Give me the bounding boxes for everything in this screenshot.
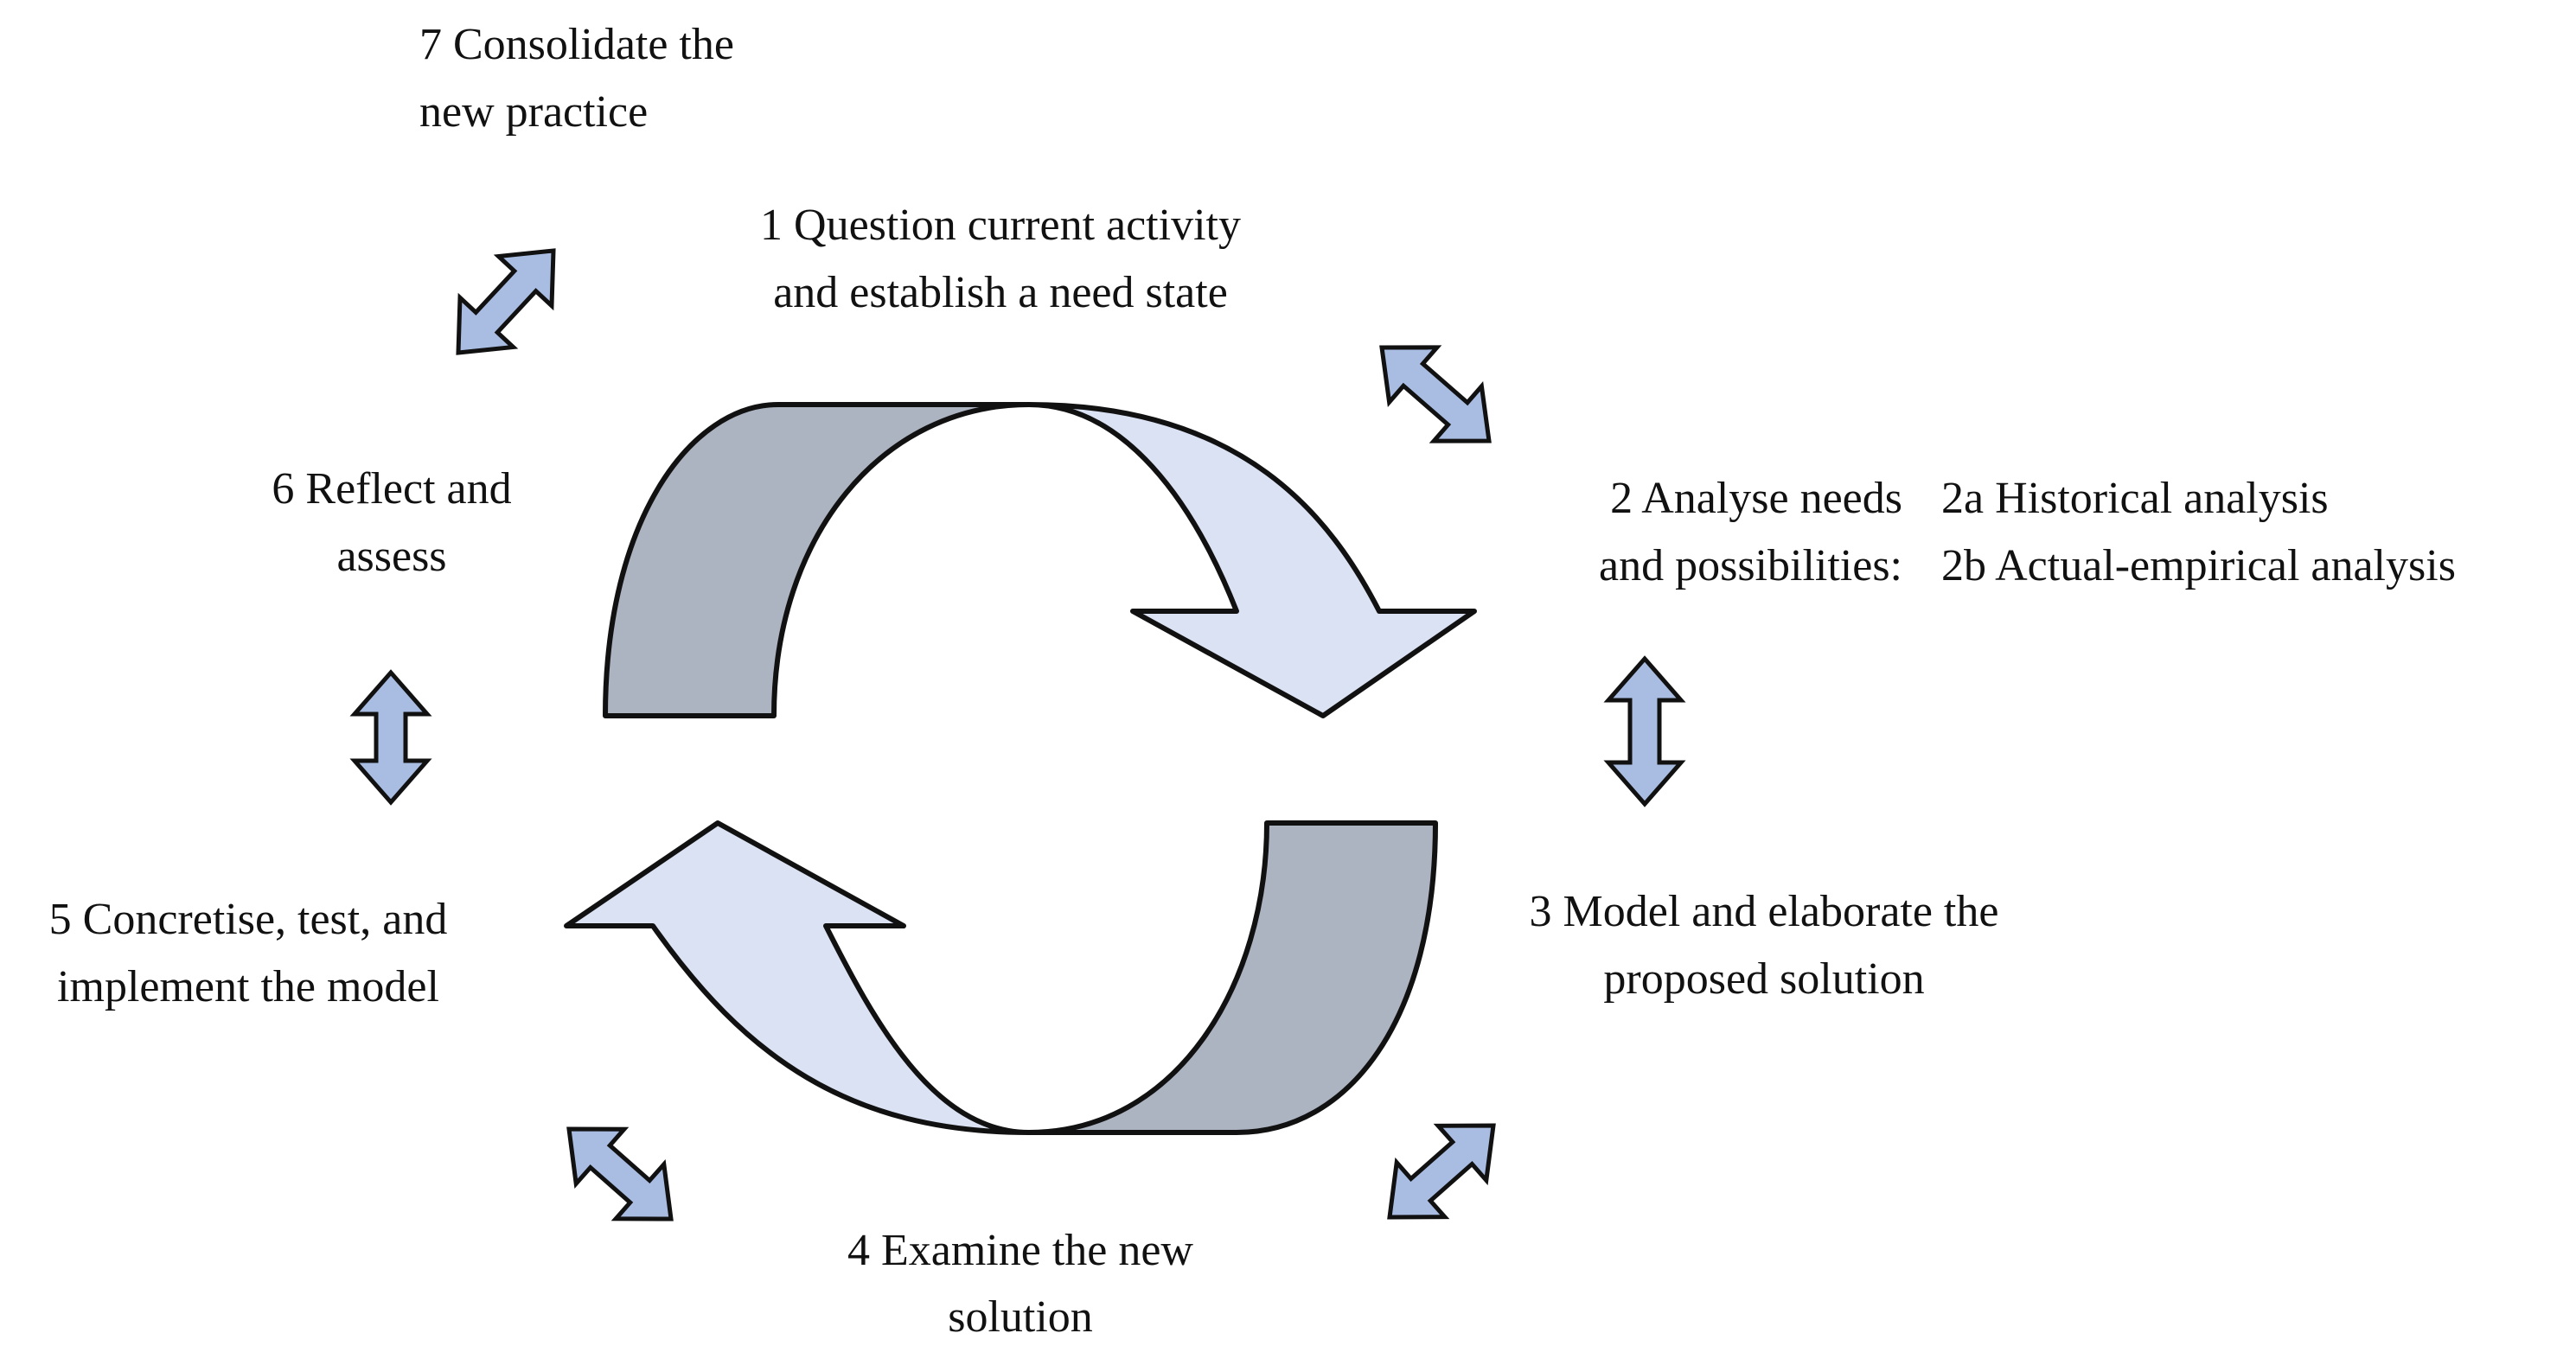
step-7-line1: 7 Consolidate the [419,20,734,69]
step-6-label: 6 Reflect and assess [272,464,511,581]
step-6-line1: 6 Reflect and [272,464,511,514]
step-2-line2: and possibilities: [1599,541,1902,590]
step-7-label: 7 Consolidate the new practice [419,20,734,137]
step-3-line1: 3 Model and elaborate the [1530,887,1999,936]
double-arrow-4-5 [566,1126,674,1222]
double-arrow-3-4 [1387,1123,1496,1220]
step-4-label: 4 Examine the new solution [847,1226,1193,1342]
double-arrow-7-1 [456,248,556,355]
step-7-line2: new practice [419,87,648,137]
step-1-line1: 1 Question current activity [760,201,1241,250]
step-5-line1: 5 Concretise, test, and [49,895,448,944]
double-arrow-2-3 [1603,655,1686,807]
step-3-line2: proposed solution [1603,954,1924,1004]
step-2a-label: 2a Historical analysis [1941,474,2329,523]
double-arrow-5-6 [349,669,432,806]
step-3-label: 3 Model and elaborate the proposed solut… [1530,887,1999,1004]
step-5-line2: implement the model [57,962,439,1011]
lower-cycle-arrow [564,820,1438,1135]
upper-arrow-dark-band [603,401,1032,718]
double-arrow-1-2 [1379,345,1492,443]
step-2-sub-analyses: 2a Historical analysis 2b Actual-empiric… [1941,474,2456,590]
step-2-label: 2 Analyse needs and possibilities: [1599,474,1902,590]
step-5-label: 5 Concretise, test, and implement the mo… [49,895,448,1011]
step-1-line2: and establish a need state [773,268,1228,317]
step-4-line1: 4 Examine the new [847,1226,1193,1275]
upper-cycle-arrow [603,401,1477,718]
double-arrows [349,248,1686,1222]
step-6-line2: assess [336,532,446,581]
lower-arrow-light-head [564,820,1032,1135]
step-2-line1: 2 Analyse needs [1610,474,1902,523]
step-4-line2: solution [948,1292,1093,1342]
lower-arrow-dark-band [1026,820,1438,1135]
step-2b-label: 2b Actual-empirical analysis [1941,541,2456,590]
upper-arrow-light-head [1026,402,1477,718]
step-1-label: 1 Question current activity and establis… [760,201,1241,317]
